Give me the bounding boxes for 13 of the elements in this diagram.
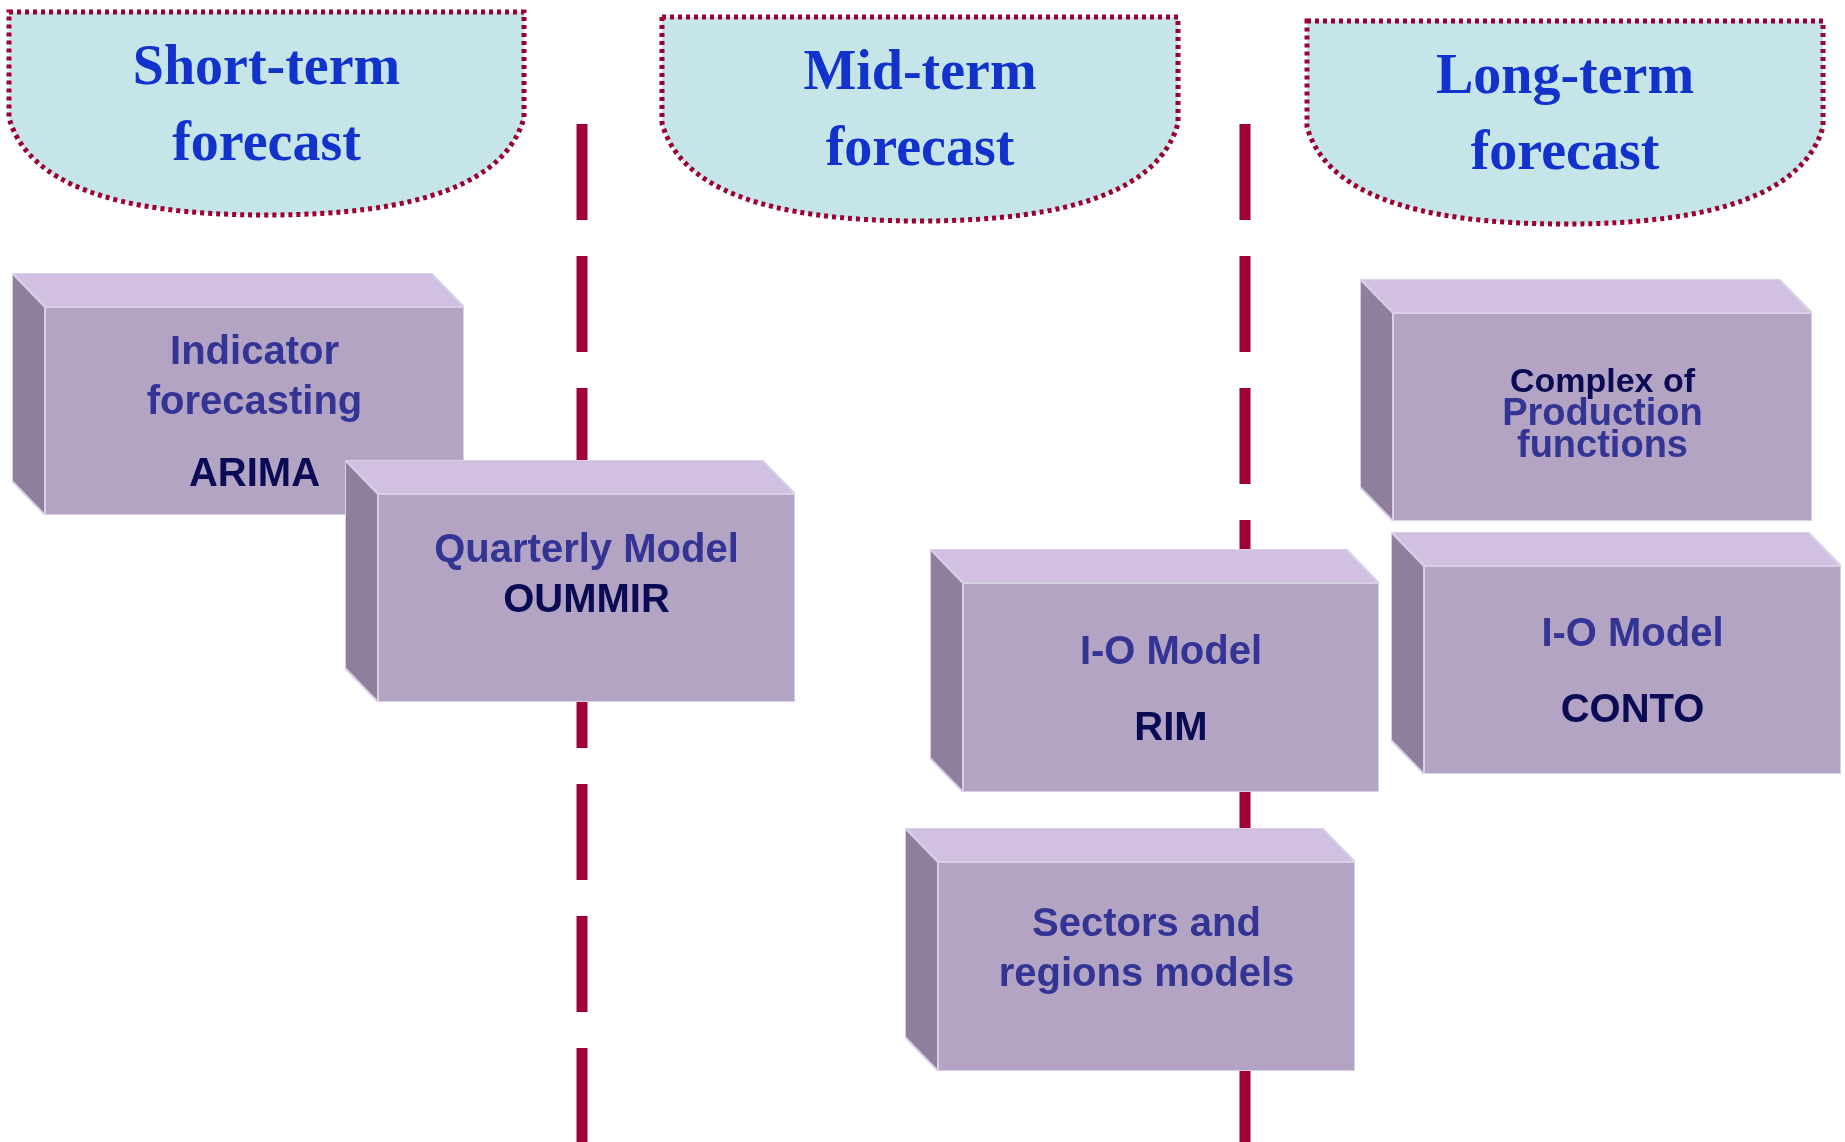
- model-code: CONTO: [1560, 685, 1705, 732]
- heading-text: Long-term forecast: [1435, 43, 1695, 181]
- model-code: RIM: [1134, 702, 1208, 750]
- heading-text: Short-term forecast: [132, 34, 401, 172]
- model-code: ARIMA: [188, 449, 321, 496]
- heading-text: Mid-term forecast: [803, 39, 1037, 177]
- model-code: OUMMIR: [503, 575, 670, 622]
- model-name: Sectors and regions models: [997, 898, 1296, 996]
- model-name: I-O Model: [1541, 609, 1724, 656]
- model-code: Production functions: [1501, 396, 1704, 460]
- model-name: I-O Model: [1079, 626, 1263, 674]
- model-name: Indicator forecasting: [145, 327, 364, 424]
- model-name: Quarterly Model: [434, 525, 739, 572]
